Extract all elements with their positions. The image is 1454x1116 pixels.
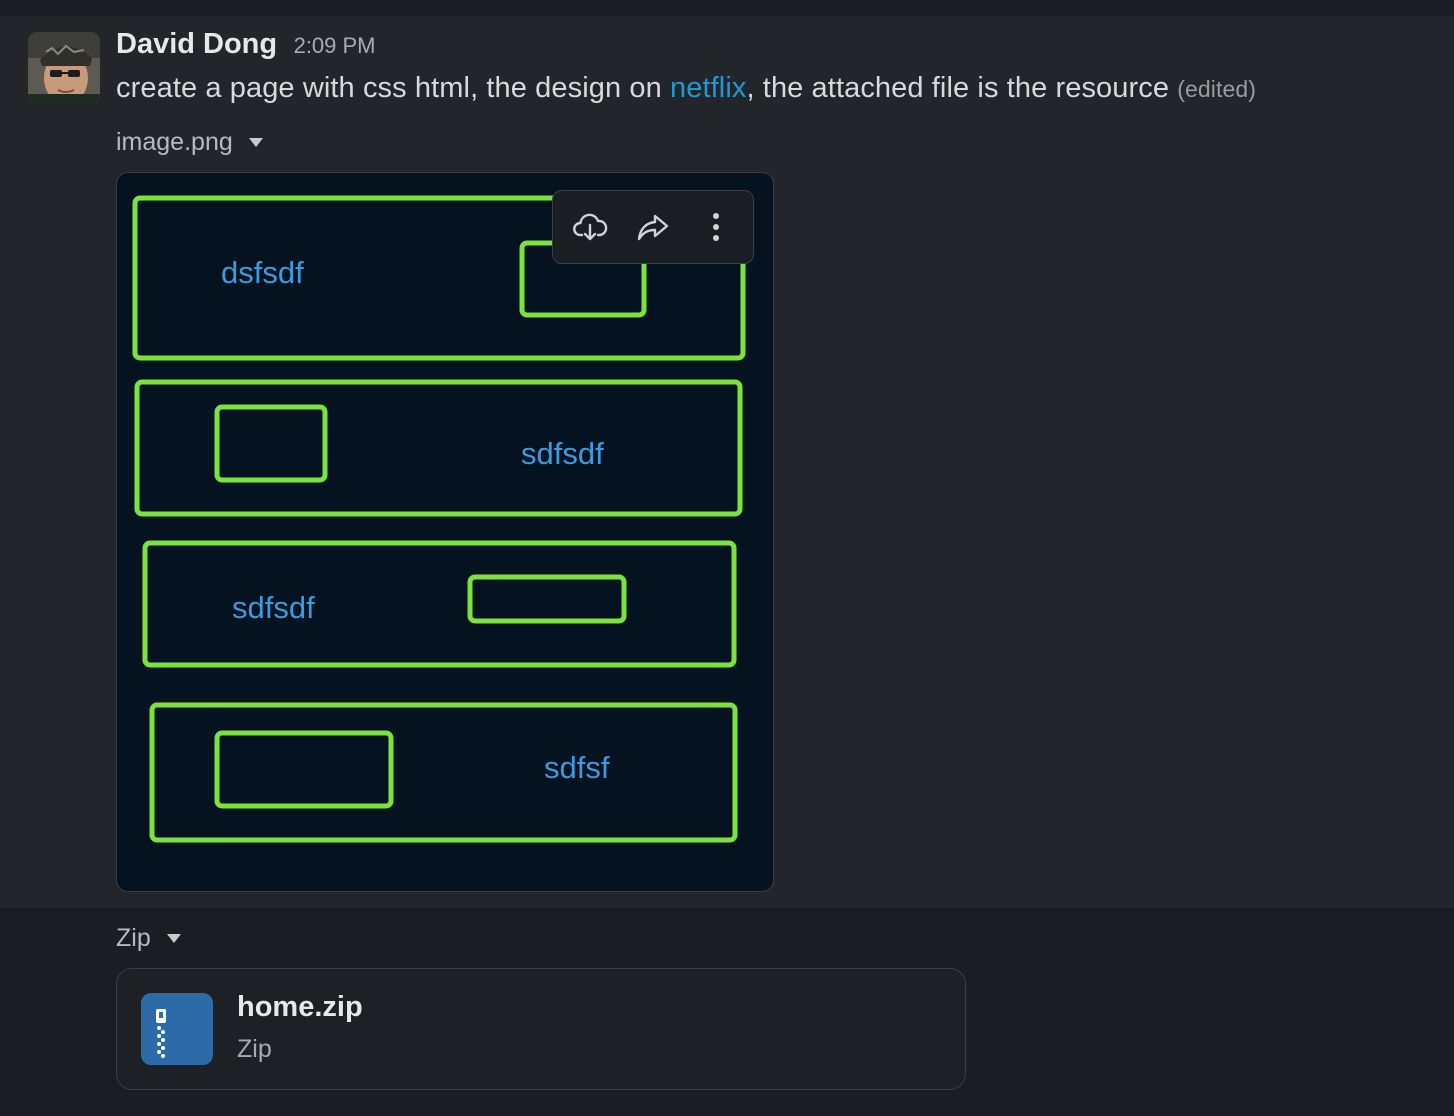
wireframe-row-2 xyxy=(134,379,743,517)
wireframe-label-2: sdfsdf xyxy=(521,436,604,471)
more-vertical-icon xyxy=(712,213,719,241)
zipper-icon xyxy=(156,1009,166,1058)
sender-name[interactable]: David Dong xyxy=(116,28,278,60)
zip-section-label: Zip xyxy=(116,924,151,952)
wireframe-label-3: sdfsdf xyxy=(232,590,315,625)
zip-section-toggle[interactable]: Zip xyxy=(116,924,181,953)
image-file-toggle[interactable]: image.png xyxy=(116,128,263,157)
wireframe-label-1: dsfsdf xyxy=(221,255,304,290)
avatar[interactable] xyxy=(28,32,100,104)
download-button[interactable] xyxy=(564,201,616,253)
chevron-down-icon xyxy=(248,138,263,147)
wireframe-row-4-box xyxy=(214,730,394,809)
message-actions-toolbar xyxy=(552,190,754,264)
edited-label: (edited) xyxy=(1177,76,1257,102)
more-actions-button[interactable] xyxy=(690,201,742,253)
avatar-photo xyxy=(28,32,100,104)
message-header: David Dong 2:09 PM xyxy=(116,28,376,61)
zip-file-icon xyxy=(141,993,213,1065)
zip-file-name[interactable]: home.zip xyxy=(237,991,363,1023)
netflix-link[interactable]: netflix xyxy=(670,72,747,104)
message-text-part-2: , the attached file is the resource xyxy=(746,72,1178,104)
zip-file-card[interactable]: home.zip Zip xyxy=(116,968,966,1090)
download-cloud-icon xyxy=(573,213,608,241)
chevron-down-icon xyxy=(166,934,181,943)
image-attachment[interactable]: dsfsdf sdfsdf sdfsdf sdfsf xyxy=(116,172,774,892)
message-text-part-1: create a page with css html, the design … xyxy=(116,72,670,104)
image-preview: dsfsdf sdfsdf sdfsdf sdfsf xyxy=(132,195,746,843)
zip-file-type: Zip xyxy=(237,1035,272,1063)
image-file-name: image.png xyxy=(116,128,233,156)
previous-message-text-fragment xyxy=(116,0,123,13)
share-arrow-icon xyxy=(637,214,669,241)
wireframe-row-2-box xyxy=(214,404,328,483)
wireframe-row-4 xyxy=(149,702,738,843)
wireframe-row-3-box xyxy=(467,574,627,624)
message-timestamp[interactable]: 2:09 PM xyxy=(293,33,376,58)
wireframe-row-3 xyxy=(142,540,737,668)
wireframe-row-1 xyxy=(132,195,746,361)
wireframe-label-4: sdfsf xyxy=(544,750,610,785)
message-body: create a page with css html, the design … xyxy=(116,72,1256,105)
previous-message-cutoff xyxy=(0,0,1454,16)
share-button[interactable] xyxy=(627,201,679,253)
